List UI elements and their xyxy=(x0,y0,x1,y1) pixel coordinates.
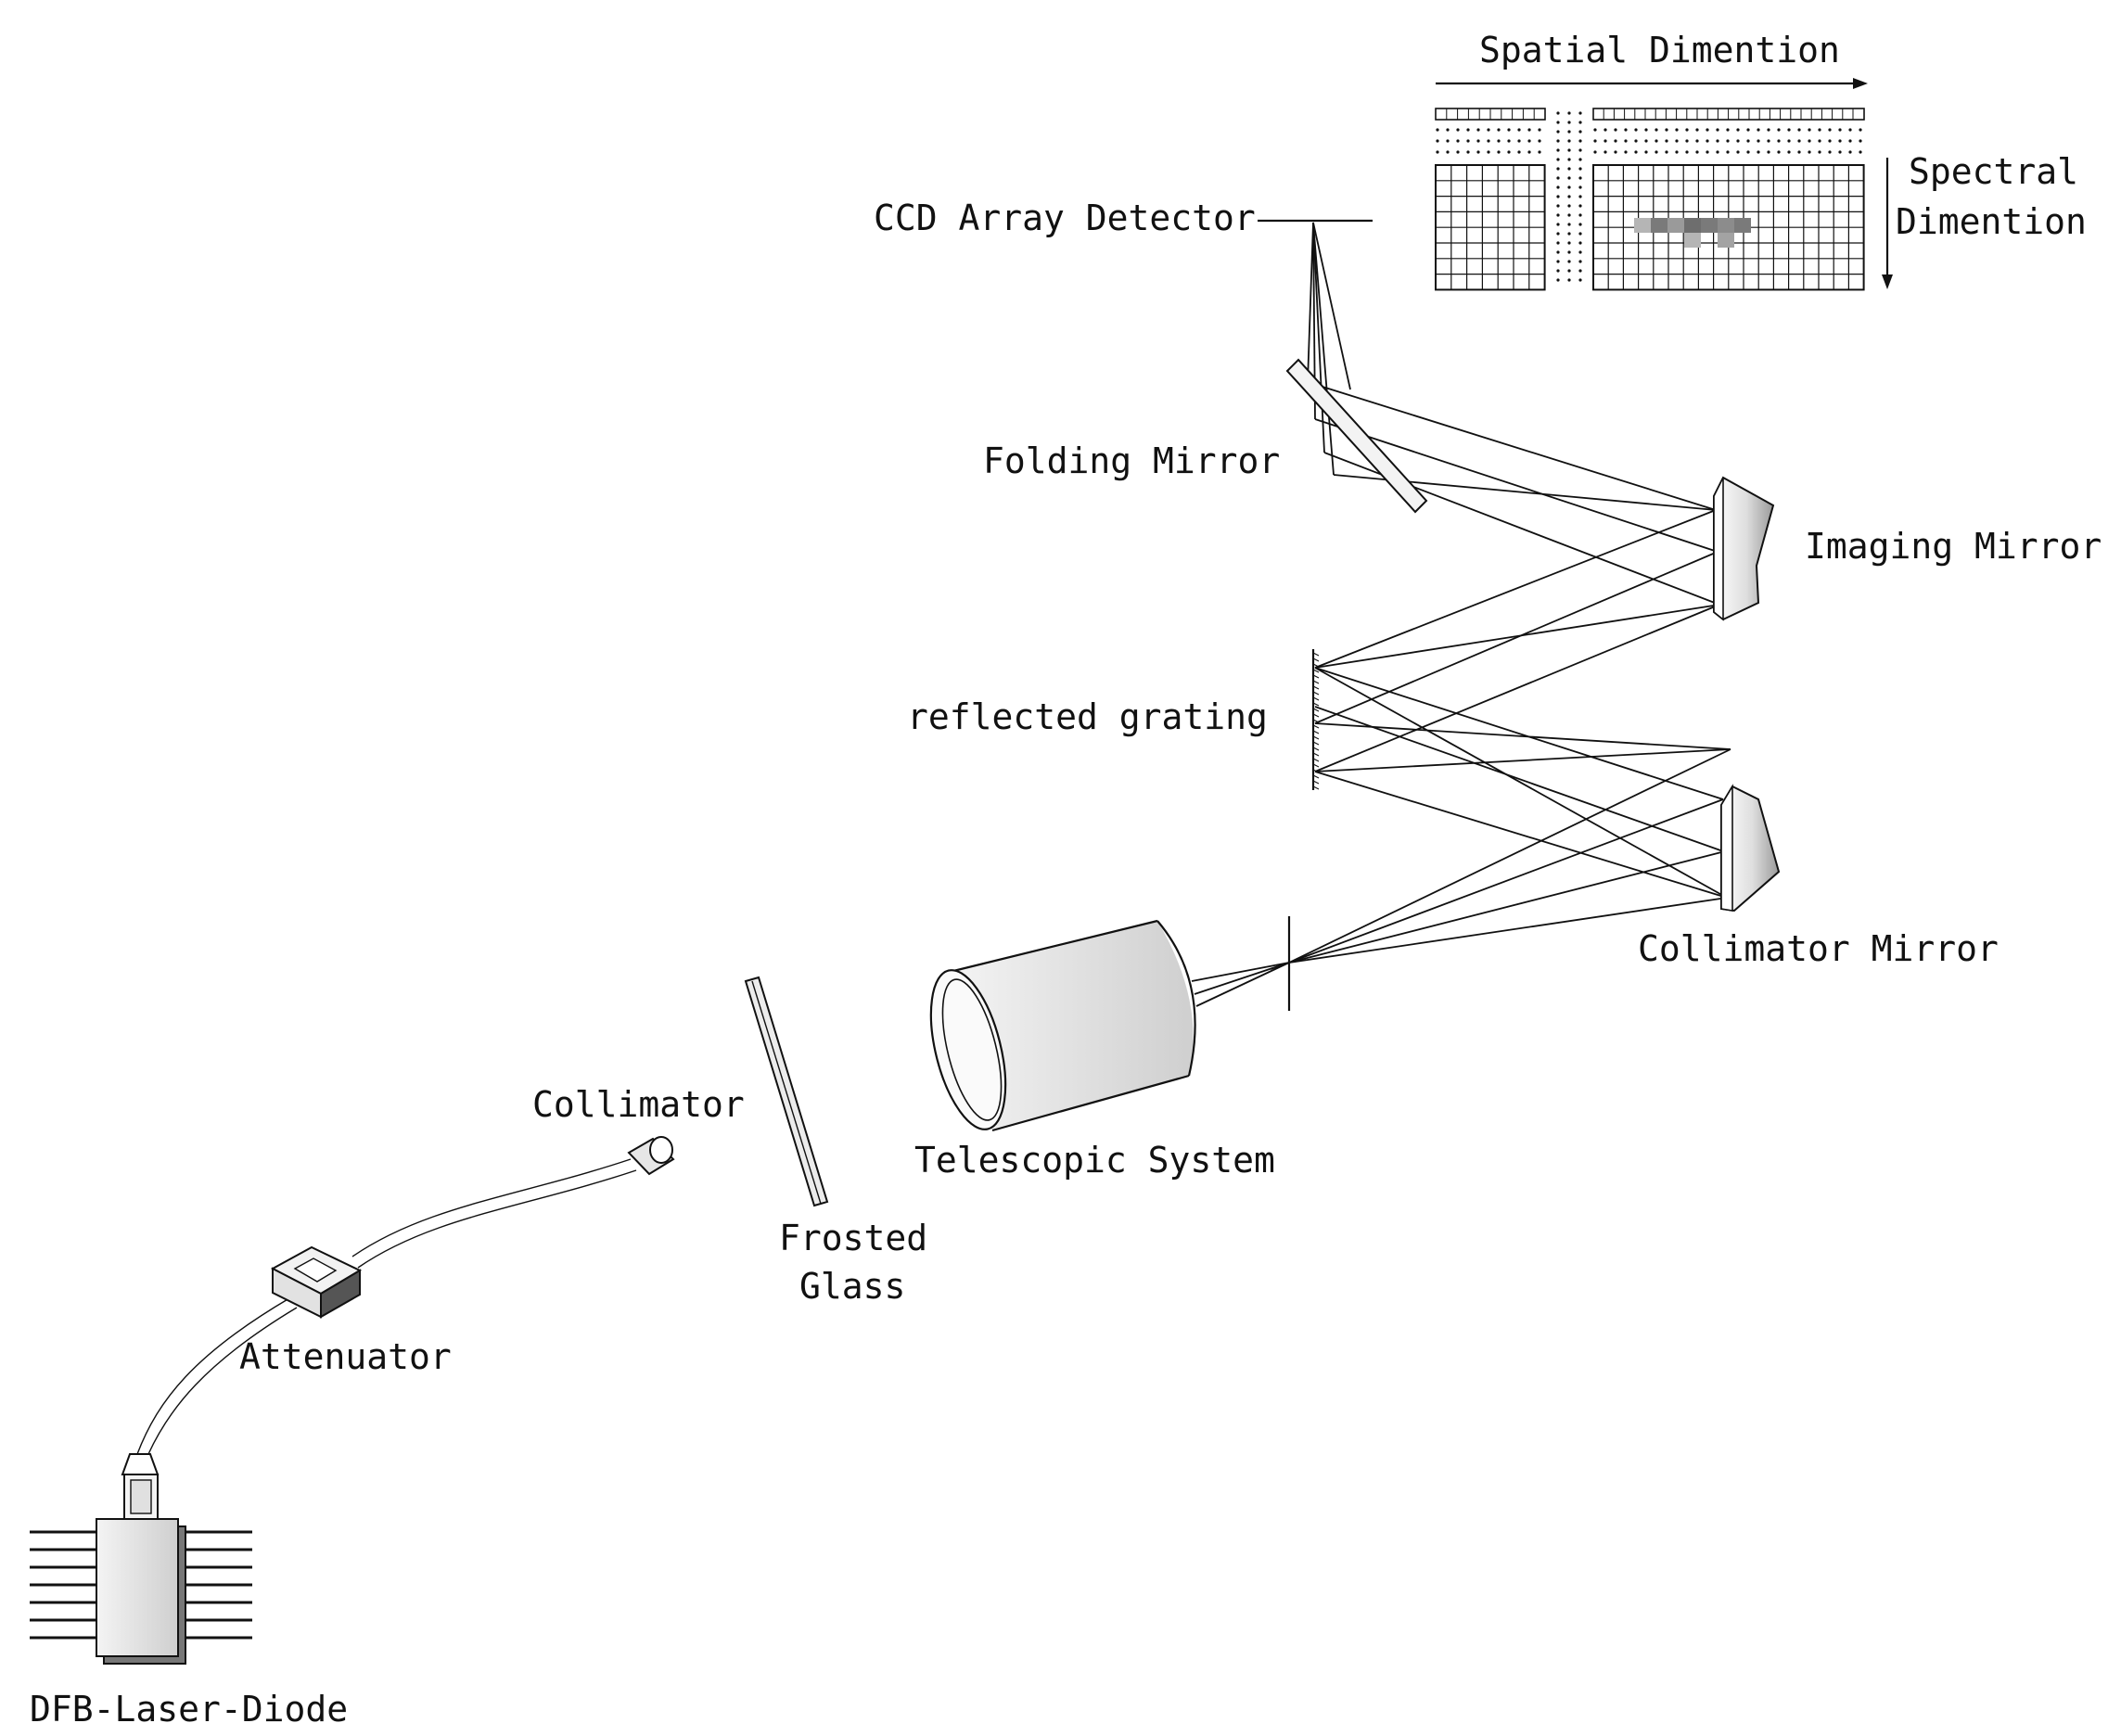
imaging-mirror-label: Imaging Mirror xyxy=(1805,526,2102,567)
fiber-collimator: Collimator xyxy=(532,1084,745,1176)
ccd-detector-label: CCD Array Detector xyxy=(874,198,1256,238)
attenuator-label: Attenuator xyxy=(239,1336,452,1377)
dfb-laser-diode: DFB-Laser-Diode xyxy=(30,1453,348,1730)
spectral-dimension-label: Spectral xyxy=(1909,151,2078,192)
sensor-top-row xyxy=(1435,108,1865,121)
sensor-grid-left xyxy=(1435,164,1546,291)
telescopic-system-label: Telescopic System xyxy=(914,1140,1275,1181)
frosted-glass: Frosted Glass xyxy=(744,976,927,1307)
sensor-dotted-area xyxy=(1436,111,1862,282)
attenuator: Attenuator xyxy=(239,1245,452,1377)
spectrum-signal xyxy=(1634,218,1751,248)
collimator-mirror: Collimator Mirror xyxy=(1638,784,1999,969)
collimator-mirror-label: Collimator Mirror xyxy=(1638,928,1999,969)
frosted-glass-label: Frosted xyxy=(779,1218,927,1258)
collimator-label: Collimator xyxy=(532,1084,745,1125)
imaging-mirror: Imaging Mirror xyxy=(1713,476,2102,621)
reflected-grating: reflected grating xyxy=(907,649,1320,790)
folding-mirror: Folding Mirror xyxy=(983,358,1428,514)
telescopic-system: Telescopic System xyxy=(914,919,1275,1181)
spatial-dimension-label: Spatial Dimention xyxy=(1479,30,1840,70)
laser-diode-label: DFB-Laser-Diode xyxy=(30,1689,348,1730)
optical-fiber xyxy=(136,1158,637,1455)
ccd-array-detector: CCD Array Detector xyxy=(874,198,1373,238)
folding-mirror-label: Folding Mirror xyxy=(983,440,1280,481)
optical-rays xyxy=(1191,222,1731,1007)
grating-label: reflected grating xyxy=(907,696,1268,737)
ccd-sensor-panel: Spatial Dimention Spectral Dimention xyxy=(1435,30,2087,291)
frosted-glass-label-2: Glass xyxy=(799,1266,905,1307)
spectral-dimension-label-2: Dimention xyxy=(1896,201,2087,242)
